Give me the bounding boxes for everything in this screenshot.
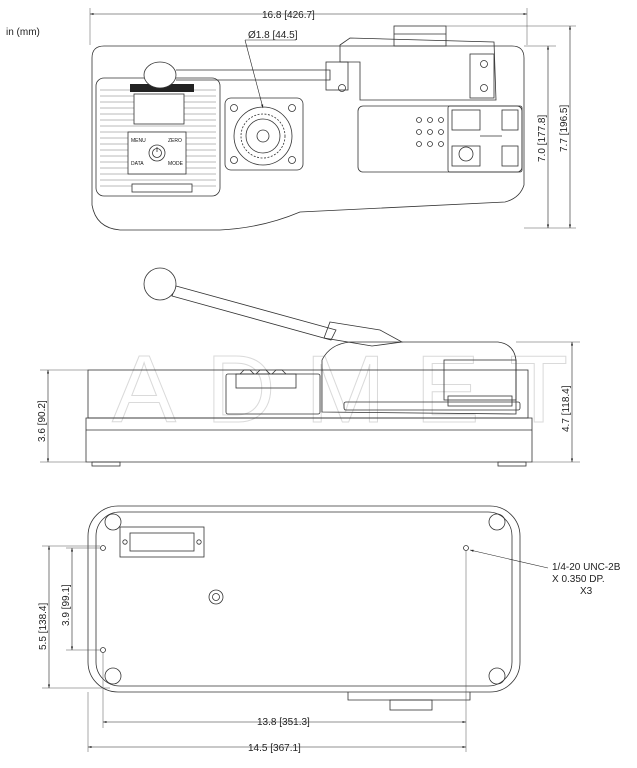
keypad (127, 131, 187, 175)
cover-plate (119, 526, 205, 558)
watermark: ADMET (112, 336, 598, 443)
side-view: ADMET (40, 267, 598, 467)
dim-depth-overall: 7.7 [196.5] (559, 105, 570, 152)
clamp-arm (339, 37, 497, 101)
data-key-label: DATA (131, 161, 144, 167)
dim-hole-spacing-inner: 3.9 [99.1] (61, 584, 72, 626)
zero-key-label: ZERO (168, 138, 182, 144)
top-clamp-block (393, 25, 447, 47)
dim-overall-height: 4.7 [118.4] (561, 385, 572, 432)
wheel-assembly (224, 97, 304, 171)
grip-plate (357, 105, 523, 173)
dim-hole-spacing-outer: 5.5 [138.4] (38, 603, 49, 650)
side-lever-knob (143, 267, 177, 301)
actuator-tower (321, 341, 517, 415)
power-button (148, 144, 166, 162)
dim-wheel-diameter: Ø1.8 [44.5] (248, 30, 298, 41)
dim-depth-body: 7.0 [177.8] (537, 115, 548, 162)
top-body-outline (91, 45, 525, 231)
dim-overall-length: 14.5 [367.1] (248, 743, 301, 754)
dim-overall-width: 16.8 [426.7] (262, 10, 315, 21)
top-view: MENU ZERO DATA MODE (89, 8, 576, 231)
dim-base-height: 3.6 [90.2] (37, 400, 48, 442)
thread-note-line-1: 1/4-20 UNC-2B (552, 562, 621, 573)
menu-key-label: MENU (131, 138, 146, 144)
thread-note-line-3: X3 (580, 586, 593, 597)
units-note: in (mm) (6, 27, 40, 38)
side-lever (171, 285, 337, 341)
bottom-view (42, 505, 549, 752)
thread-note-line-2: X 0.350 DP. (552, 574, 605, 585)
dim-hole-span: 13.8 [351.3] (257, 717, 310, 728)
lever-knob (143, 61, 177, 89)
mode-key-label: MODE (168, 161, 184, 167)
bottom-outline (87, 505, 521, 693)
